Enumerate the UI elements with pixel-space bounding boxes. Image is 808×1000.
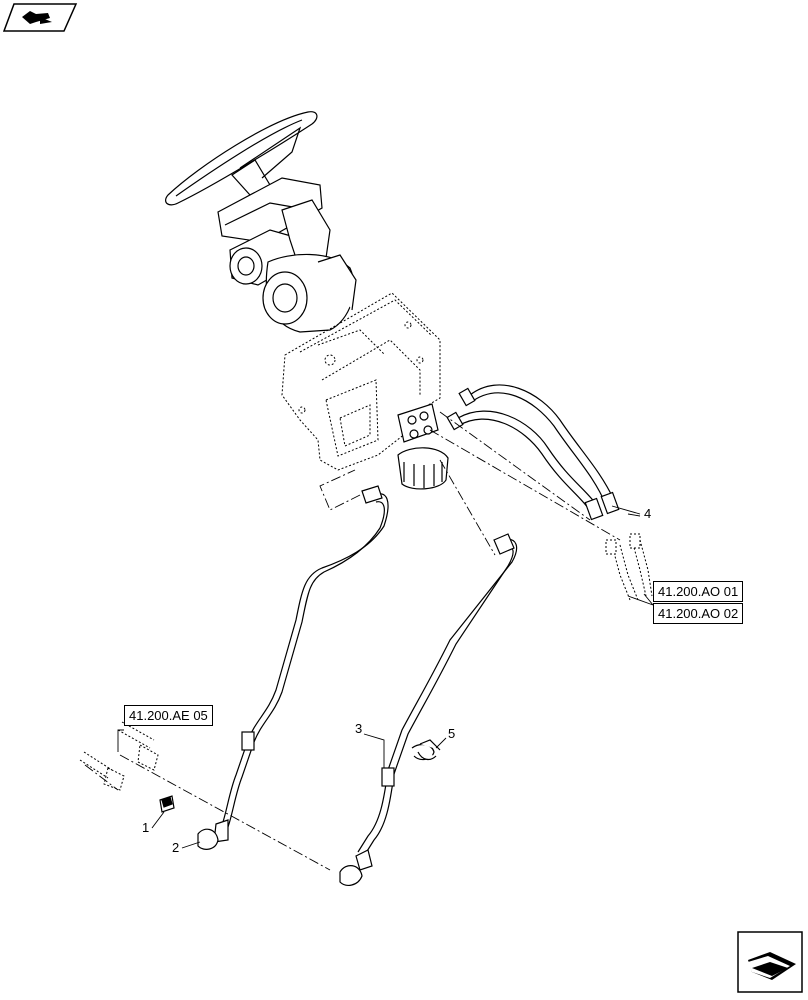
hose-continuation	[605, 533, 653, 601]
callout-2: 2	[172, 840, 180, 855]
leader-lines	[117, 505, 654, 849]
fitting-1	[159, 795, 175, 813]
clip-5	[411, 739, 441, 761]
reference-label-ae-05[interactable]: 41.200.AE 05	[124, 705, 213, 726]
tube-2	[197, 485, 389, 850]
callout-5: 5	[448, 726, 456, 741]
callout-3: 3	[355, 721, 363, 736]
next-page-arrow-icon[interactable]	[737, 931, 803, 993]
tube-3	[339, 533, 518, 886]
callout-1: 1	[142, 820, 150, 835]
hose-assembly-4	[446, 384, 620, 521]
steering-wheel	[165, 111, 318, 206]
steering-column	[217, 177, 357, 333]
mounting-bracket	[281, 292, 441, 471]
callout-4: 4	[644, 506, 652, 521]
previous-page-arrow-icon[interactable]	[2, 3, 78, 32]
center-lines	[84, 411, 621, 871]
reference-label-ao-01[interactable]: 41.200.AO 01	[653, 581, 744, 602]
cylinder-port	[79, 721, 159, 791]
steering-valve	[397, 403, 449, 490]
reference-label-ao-02[interactable]: 41.200.AO 02	[653, 603, 744, 624]
